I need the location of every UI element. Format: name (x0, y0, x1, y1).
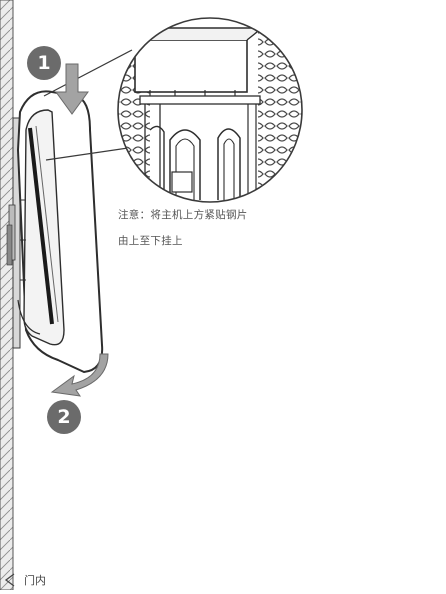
note-line-1: 注意：将主机上方紧贴钢片 (118, 209, 248, 221)
note-line-2: 由上至下挂上 (118, 235, 183, 247)
wall-edge-marker (4, 573, 15, 587)
magnified-detail (117, 17, 303, 203)
curved-arrow (50, 353, 109, 397)
step-1-badge: 1 (27, 46, 61, 80)
wall-label: 门内 (24, 574, 46, 587)
down-arrow (55, 63, 89, 115)
door-wall (0, 0, 14, 591)
callout-lines (43, 49, 133, 161)
steel-plate (6, 117, 21, 349)
main-unit (16, 90, 104, 374)
step-2-badge: 2 (47, 400, 81, 434)
